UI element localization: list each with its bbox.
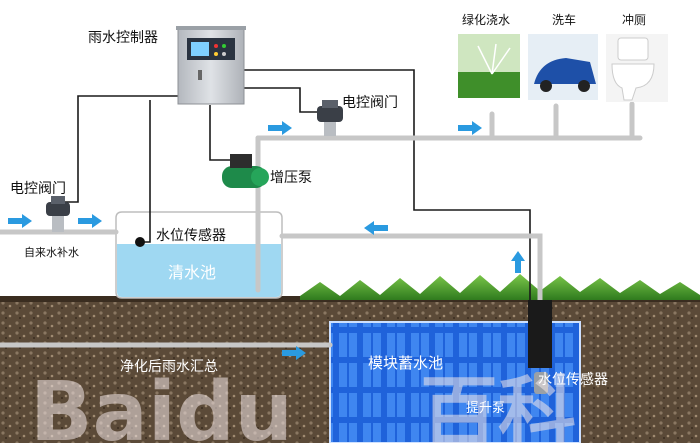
car-wash-label: 洗车: [552, 12, 576, 27]
car-wash-photo: [528, 34, 598, 100]
valve-left-label: 电控阀门: [10, 181, 66, 197]
flow-arrow: [78, 214, 102, 228]
garden-label: 绿化浇水: [462, 12, 510, 27]
booster-pump-icon: [222, 154, 269, 188]
flow-arrow: [364, 221, 388, 235]
valve-top-label: 电控阀门: [342, 95, 398, 111]
controller-cabinet: [176, 26, 246, 105]
level-sensor-right-label: 水位传感器: [538, 371, 608, 388]
watermark-latin: Baidu: [30, 365, 293, 443]
tap-water-label: 自来水补水: [24, 246, 79, 259]
controller-label: 雨水控制器: [88, 30, 158, 46]
watermark: Baidu 百科: [30, 365, 576, 443]
flow-arrow: [8, 214, 32, 228]
valve-top-icon: [317, 100, 343, 136]
garden-photo: [458, 34, 520, 98]
flow-arrow: [282, 346, 306, 360]
level-sensor-left-icon: [135, 237, 145, 247]
module-tank-label: 模块蓄水池: [368, 354, 443, 372]
lift-pump-icon: [528, 300, 552, 394]
watermark-cjk: 百科: [420, 369, 576, 443]
clear-pool-label: 清水池: [168, 263, 216, 282]
toilet-photo: [606, 34, 668, 102]
flow-arrow: [511, 251, 525, 273]
labels: 雨水控制器 电控阀门 电控阀门 自来水补水 增压泵 水位传感器 清水池 绿化浇水…: [10, 12, 646, 416]
booster-pump-label: 增压泵: [270, 170, 312, 186]
valve-left-icon: [46, 196, 70, 232]
flow-arrow: [268, 121, 292, 135]
clear-pool: [115, 211, 283, 299]
level-sensor-left-label: 水位传感器: [156, 227, 226, 244]
lift-pump-label: 提升泵: [466, 400, 505, 416]
grass: [300, 274, 700, 300]
pipes: [0, 101, 643, 348]
purified-inflow-label: 净化后雨水汇总: [120, 359, 218, 375]
flow-arrow: [458, 121, 482, 135]
flow-arrows: [8, 121, 525, 360]
toilet-label: 冲厕: [622, 12, 646, 27]
